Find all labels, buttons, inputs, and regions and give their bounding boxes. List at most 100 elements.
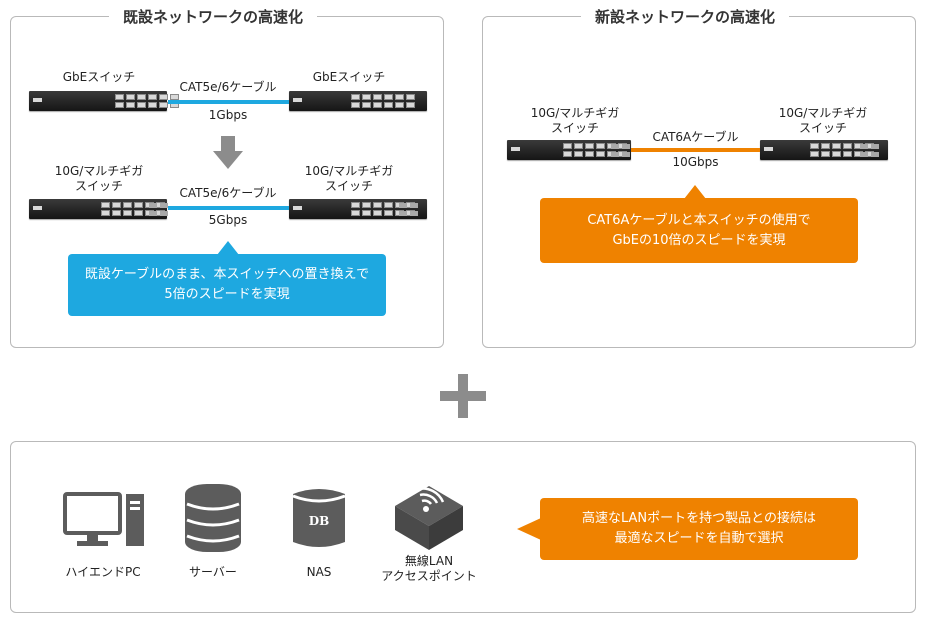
left-callout: 既設ケーブルのまま、本スイッチへの置き換えで 5倍のスピードを実現 (68, 254, 386, 316)
switch-logo (293, 98, 302, 102)
switch-port (123, 202, 132, 208)
switch-port (126, 94, 135, 100)
gbe-switch-right (289, 91, 427, 111)
switch-port (148, 102, 157, 108)
switch-port (362, 102, 371, 108)
right-panel: 新設ネットワークの高速化 10G/マルチギガ スイッチ 10G/マルチギガ スイ… (482, 6, 916, 348)
gbe-switch-left (29, 91, 179, 111)
left-panel: 既設ネットワークの高速化 GbEスイッチ GbEスイッチ CAT5e/6ケーブル… (10, 6, 444, 348)
switch-port (395, 94, 404, 100)
sfp-port (149, 211, 157, 216)
switch-port (585, 151, 594, 157)
switch-port (137, 102, 146, 108)
switch-port (134, 202, 143, 208)
cat6a-speed-label: 10Gbps (672, 155, 719, 169)
switch-port (148, 94, 157, 100)
sfp-port (399, 211, 407, 216)
device-label-pc: ハイエンドPC (65, 565, 141, 579)
switch-port (821, 151, 830, 157)
switch-port (159, 94, 168, 100)
sfp-port (399, 203, 407, 208)
sfp-port (611, 152, 619, 157)
wireless-ap-icon (395, 486, 463, 550)
switch-port (351, 210, 360, 216)
sfp-port (860, 144, 868, 149)
switch-port (406, 102, 415, 108)
switch-port (170, 94, 179, 100)
switch-port (384, 210, 393, 216)
sfp-port (860, 152, 868, 157)
switch-port (384, 94, 393, 100)
switch-port (596, 143, 605, 149)
switch-port (362, 210, 371, 216)
switch-port (821, 143, 830, 149)
top-cable-label: CAT5e/6ケーブル (179, 80, 277, 94)
switch-port (843, 143, 852, 149)
desktop-pc-icon (63, 492, 144, 546)
sfp-port (410, 203, 418, 208)
nas-icon (292, 489, 346, 547)
multigig-switch-left-new (507, 140, 631, 160)
switch-port (101, 202, 110, 208)
switch-port (832, 151, 841, 157)
switch-port (395, 102, 404, 108)
right-callout: CAT6Aケーブルと本スイッチの使用で GbEの10倍のスピードを実現 (540, 198, 858, 263)
left-callout-pointer (217, 241, 239, 255)
bottom-panel: ハイエンドPC サーバー DB NAS 無線LAN アクセスポイント 高速なLA… (10, 441, 916, 613)
switch-port (563, 151, 572, 157)
switch-port (585, 143, 594, 149)
sfp-port (622, 144, 630, 149)
switch-port (373, 94, 382, 100)
switch-port (373, 102, 382, 108)
switch-port (115, 94, 124, 100)
top-left-switch-label: GbEスイッチ (62, 70, 136, 84)
bottom-right-switch-label: 10G/マルチギガ スイッチ (304, 164, 394, 193)
switch-port (373, 210, 382, 216)
nas-icon-text: DB (308, 514, 330, 528)
switch-port (832, 143, 841, 149)
switch-port (384, 202, 393, 208)
switch-port (843, 151, 852, 157)
top-cable-line (168, 100, 289, 104)
cat6a-cable-label: CAT6Aケーブル (652, 130, 739, 144)
sfp-port (611, 144, 619, 149)
sfp-port (622, 152, 630, 157)
switch-logo (764, 147, 773, 151)
switch-logo (33, 206, 42, 210)
multigig-switch-right-new (760, 140, 888, 160)
device-label-ap: 無線LAN アクセスポイント (381, 554, 477, 583)
switch-port (384, 102, 393, 108)
switch-port (406, 94, 415, 100)
switch-port (112, 210, 121, 216)
switch-port (574, 151, 583, 157)
right-panel-title: 新設ネットワークの高速化 (581, 6, 790, 27)
switch-port (596, 151, 605, 157)
switch-port (810, 151, 819, 157)
switch-port (351, 94, 360, 100)
switch-port (362, 202, 371, 208)
right-right-switch-label: 10G/マルチギガ スイッチ (778, 106, 868, 135)
switch-port (126, 102, 135, 108)
switch-port (563, 143, 572, 149)
server-icon (185, 484, 241, 552)
switch-port (101, 210, 110, 216)
device-label-nas: NAS (306, 565, 332, 579)
cat6a-cable-line (631, 148, 760, 152)
right-callout-pointer (684, 185, 706, 199)
bottom-cable-line (168, 206, 289, 210)
device-label-server: サーバー (189, 565, 237, 579)
down-arrow-icon (213, 136, 243, 169)
switch-logo (293, 206, 302, 210)
bottom-speed-label: 5Gbps (208, 213, 248, 227)
switch-port (112, 202, 121, 208)
switch-port (362, 94, 371, 100)
bottom-cable-label: CAT5e/6ケーブル (179, 186, 277, 200)
multigig-switch-left (29, 199, 168, 219)
sfp-port (871, 144, 879, 149)
bottom-callout: 高速なLANポートを持つ製品との接続は 最適なスピードを自動で選択 (540, 498, 858, 560)
sfp-port (871, 152, 879, 157)
switch-port (159, 102, 168, 108)
switch-port (137, 94, 146, 100)
switch-logo (511, 147, 520, 151)
sfp-port (160, 211, 168, 216)
